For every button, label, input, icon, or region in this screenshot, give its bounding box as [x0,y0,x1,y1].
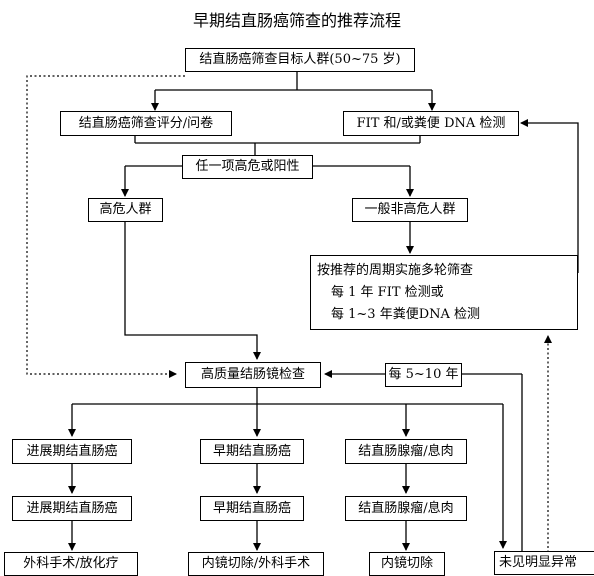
dotted-target-to-colonoscopy [26,75,185,378]
node-surgery-chemo: 外科手术/放化疗 [4,552,138,576]
node-high-risk: 高危人群 [88,198,163,222]
node-adenoma-1: 结直肠腺瘤/息肉 [345,439,467,464]
arrow-high-risk-to-colonoscopy [124,222,261,360]
node-questionnaire: 结直肠癌筛查评分/问卷 [60,111,232,136]
node-periodic-screening: 按推荐的周期实施多轮筛查 每 1 年 FIT 检测或 每 1~3 年粪便DNA … [310,255,578,330]
diagram-title: 早期结直肠癌筛查的推荐流程 [192,11,401,30]
node-early-cancer-2: 早期结直肠癌 [200,496,304,521]
node-target-population: 结直肠癌筛查目标人群(50~75 岁) [185,48,415,72]
node-colonoscopy: 高质量结肠镜检查 [185,362,321,388]
periodic-line-1: 按推荐的周期实施多轮筛查 [317,263,474,278]
periodic-line-2: 每 1 年 FIT 检测或 [331,285,444,300]
node-adenoma-2: 结直肠腺瘤/息肉 [345,496,467,521]
node-no-abnormality: 未见明显异常 [494,551,594,575]
periodic-line-3: 每 1~3 年粪便DNA 检测 [331,307,481,322]
node-early-cancer-1: 早期结直肠癌 [200,439,304,464]
node-advanced-cancer-2: 进展期结直肠癌 [12,496,132,521]
node-every-5-10-years: 每 5~10 年 [385,363,462,387]
node-endo-resection: 内镜切除 [369,552,445,576]
node-advanced-cancer-1: 进展期结直肠癌 [12,439,132,464]
node-fit-dna-test: FIT 和/或粪便 DNA 检测 [343,111,519,136]
node-endo-or-surgery: 内镜切除/外科手术 [188,552,324,576]
node-any-high-risk: 任一项高危或阳性 [182,155,313,179]
node-general-risk: 一般非高危人群 [352,198,468,222]
arrow-periodic-to-fit-dna [520,119,579,273]
